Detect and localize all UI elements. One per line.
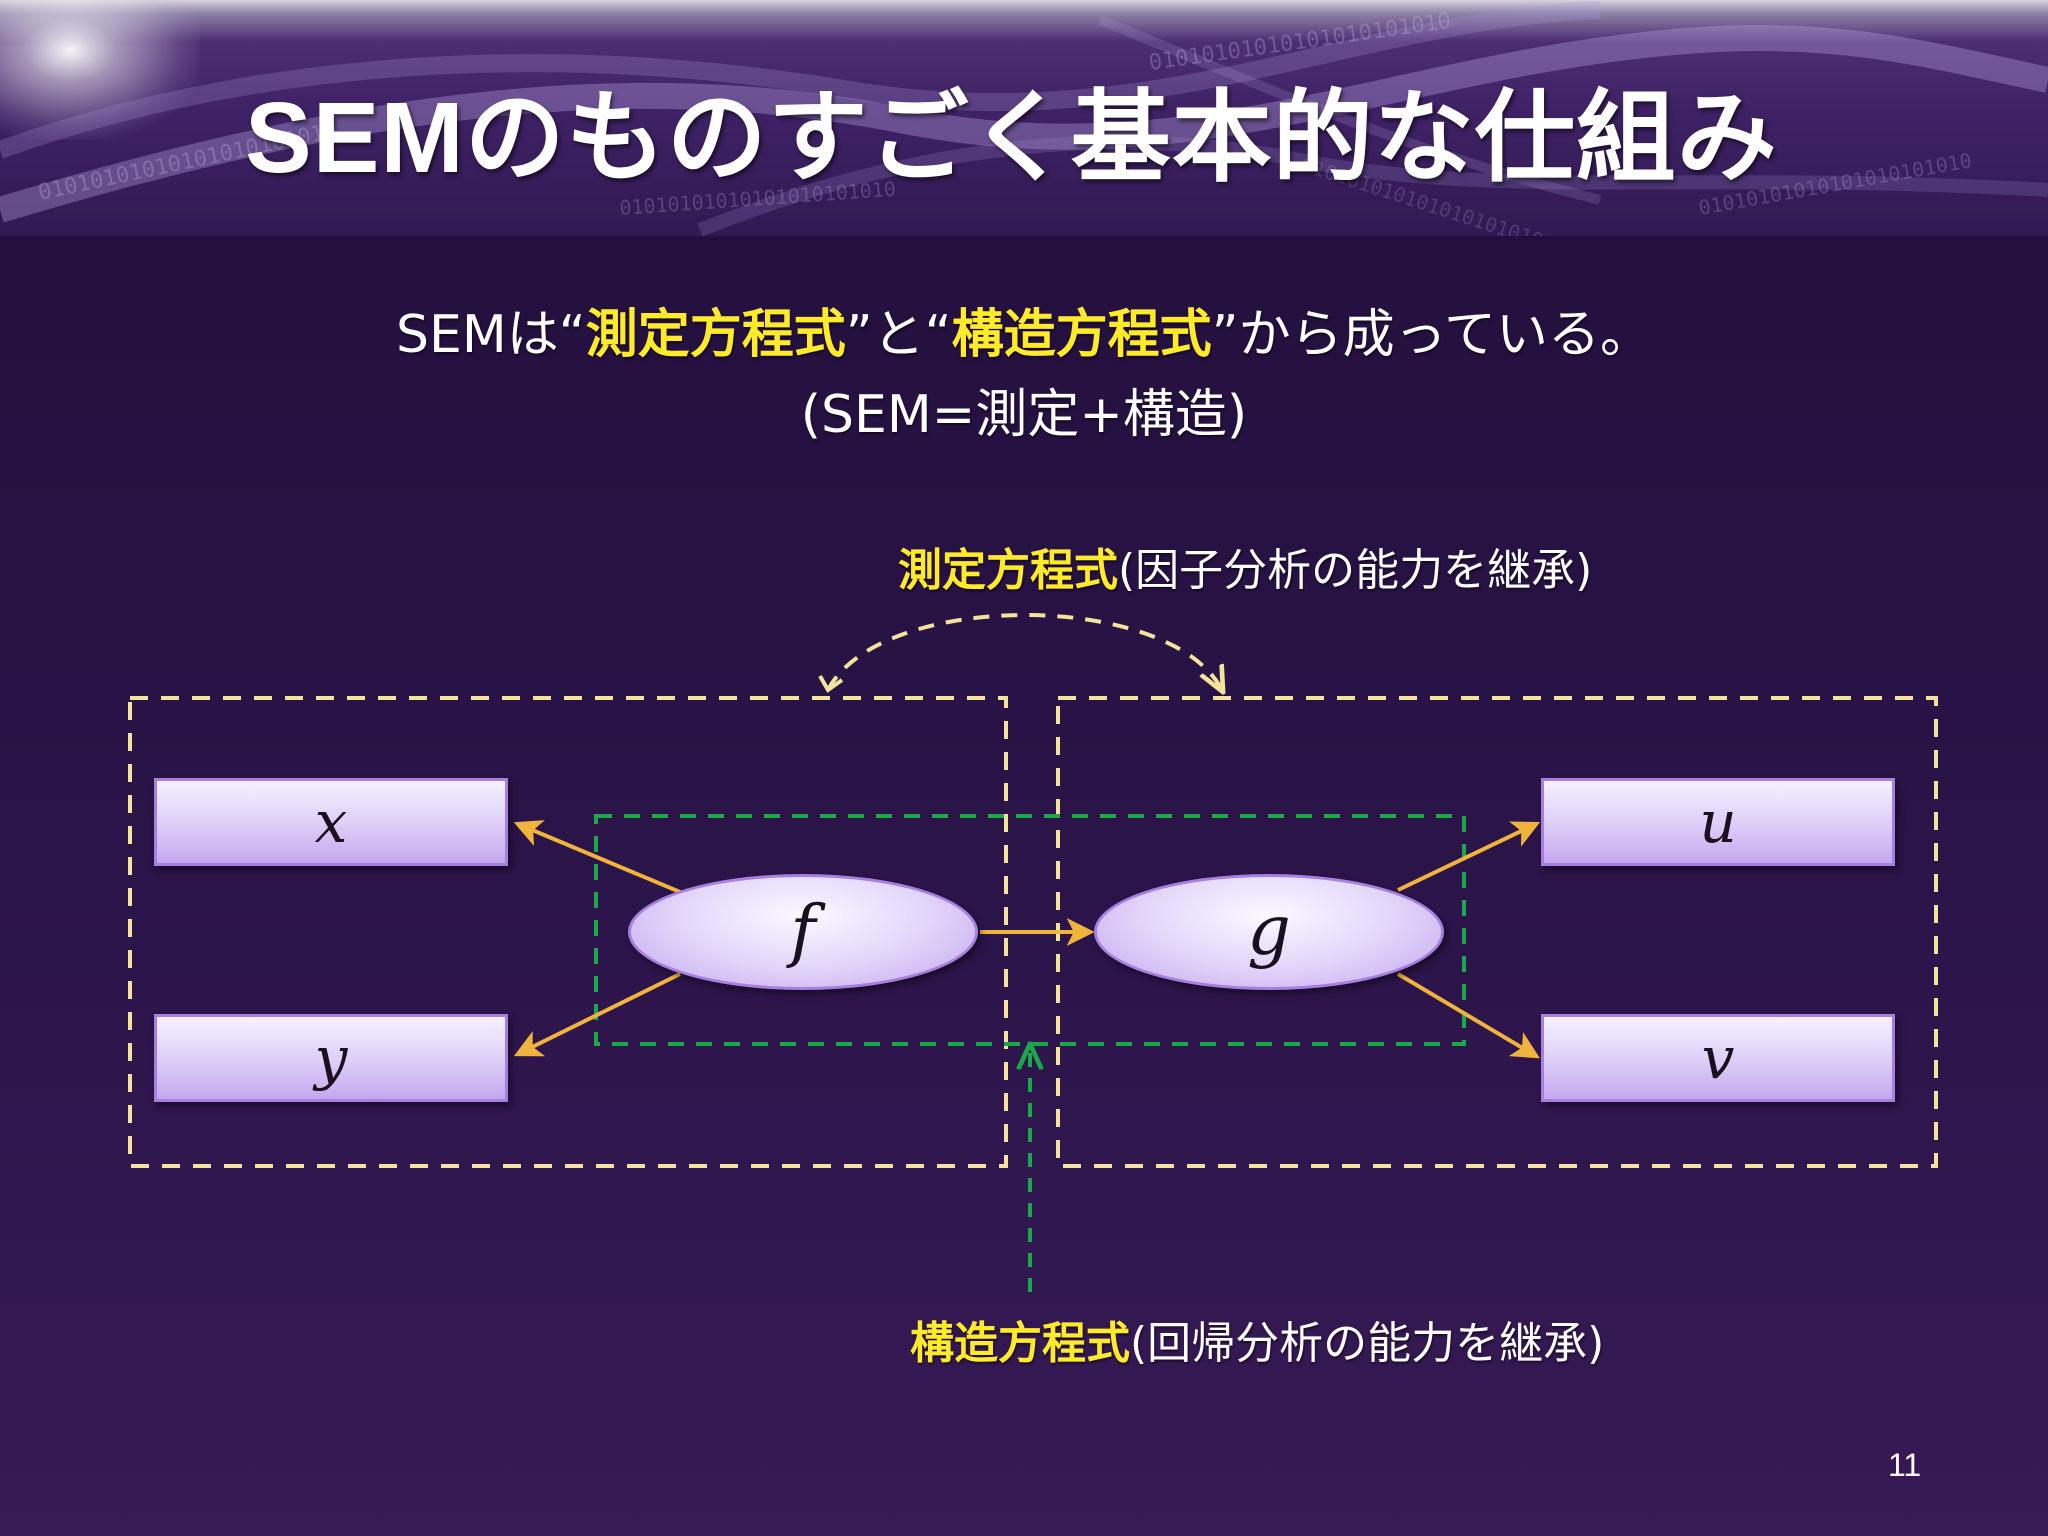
structural-equation-note: (回帰分析の能力を継承) (1130, 1318, 1605, 1369)
measurement-equation-term: 測定方程式 (898, 545, 1118, 596)
structural-equation-term: 構造方程式 (910, 1318, 1130, 1369)
path-f-to-x (513, 820, 681, 894)
intro-structural-term: 構造方程式 (951, 305, 1212, 365)
observed-variable-v: v (1541, 1014, 1895, 1102)
observed-variable-u: u (1541, 778, 1895, 866)
variable-label: y (314, 1024, 348, 1092)
intro-line-2: (SEM=測定+構造) (800, 385, 1248, 445)
variable-label: x (314, 788, 348, 856)
path-g-to-u (1397, 821, 1541, 892)
header-banner: 01010101010101010101010 0101010101010101… (0, 0, 2048, 236)
variable-label: v (1701, 1024, 1735, 1092)
latent-factor-g: g (1094, 874, 1444, 990)
observed-variable-y: y (154, 1014, 508, 1102)
latent-factor-f: f (628, 874, 978, 990)
intro-text: ”と“ (845, 305, 952, 365)
measurement-equation-note: (因子分析の能力を継承) (1118, 545, 1593, 596)
path-g-to-v (1396, 972, 1541, 1059)
variable-label: u (1699, 788, 1737, 856)
intro-text: ”から成っている。 (1211, 305, 1652, 365)
structural-equation-label: 構造方程式(回帰分析の能力を継承) (910, 1307, 1604, 1371)
variable-label: f (790, 892, 816, 971)
measurement-equation-label: 測定方程式(因子分析の能力を継承) (898, 534, 1592, 598)
variable-label: g (1247, 892, 1291, 971)
measurement-connector-tip-left (818, 675, 844, 693)
binary-swirl-decoration: 01010101010101010101010 0101010101010101… (0, 1, 2048, 236)
slide-title: SEMのものすごく基本的な仕組み (245, 82, 1778, 194)
measurement-label-connector (826, 613, 1222, 690)
header-glow (0, 0, 200, 140)
path-f-to-y (513, 972, 681, 1057)
page-number: 11 (1888, 1447, 1922, 1483)
intro-measurement-term: 測定方程式 (585, 305, 846, 365)
observed-variable-x: x (154, 778, 508, 866)
intro-line-1: SEMは“測定方程式”と“構造方程式”から成っている。 (0, 292, 2048, 367)
intro-text: SEMは“ (396, 305, 586, 365)
